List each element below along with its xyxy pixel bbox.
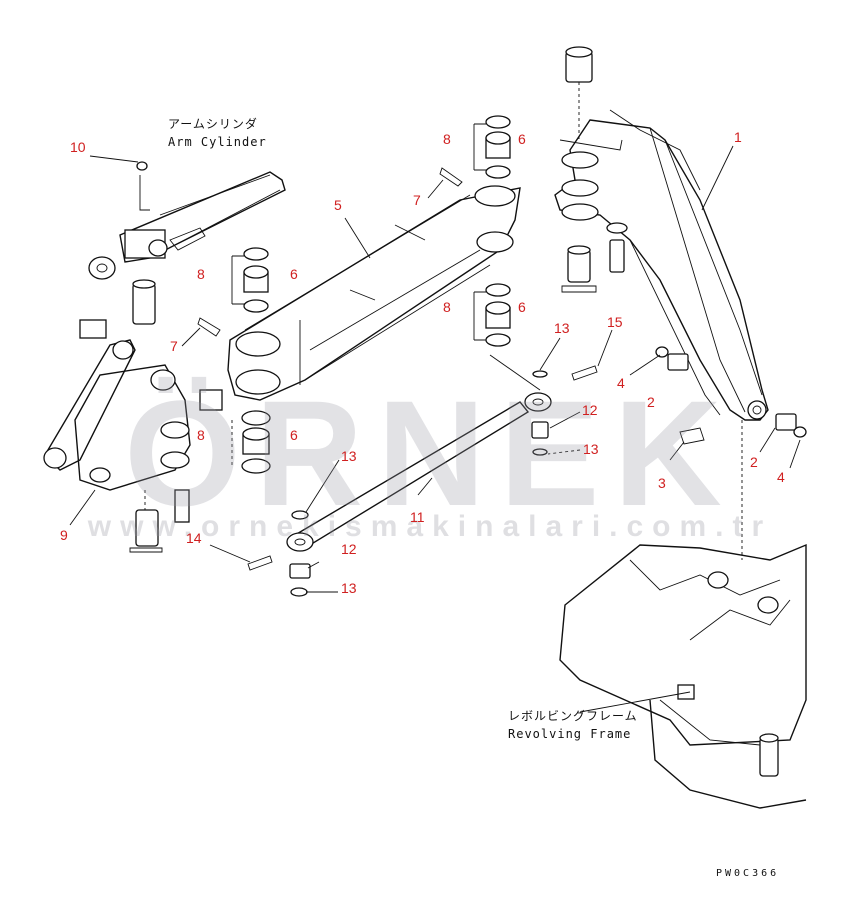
boom-head-pin-drawing	[561, 46, 628, 293]
callout-15: 15	[607, 314, 623, 330]
callout-9: 9	[60, 527, 68, 543]
callout-11: 11	[410, 509, 425, 525]
bushing-stack-arm-left	[243, 247, 269, 313]
callout-13a: 13	[554, 320, 570, 336]
callout-6a: 6	[518, 131, 526, 147]
watermark-url: www.ornekismakinalari.com.tr	[87, 510, 773, 543]
callout-8d: 8	[197, 427, 205, 443]
callout-6d: 6	[290, 427, 298, 443]
arm-drawing	[227, 185, 521, 401]
callout-12b: 12	[341, 541, 357, 557]
boom-drawing	[554, 109, 769, 421]
watermark-brand: ÖRNEK	[124, 369, 736, 537]
callout-2a: 2	[647, 394, 655, 410]
callout-5: 5	[334, 197, 342, 213]
callout-4a: 4	[617, 375, 625, 391]
drawing-code: PW0C366	[716, 868, 780, 879]
callout-10: 10	[70, 139, 86, 155]
revolving-frame-caption-jp: レボルビングフレーム	[508, 709, 638, 723]
arm-cylinder-drawing	[88, 161, 286, 280]
callout-2b: 2	[750, 454, 758, 470]
grease-fittings	[197, 167, 598, 571]
callout-3: 3	[658, 475, 666, 491]
callout-4b: 4	[777, 469, 785, 485]
bucket-link-bracket	[43, 279, 223, 553]
callout-13c: 13	[341, 448, 357, 464]
bushing-stack-lower	[241, 410, 271, 474]
callout-6b: 6	[290, 266, 298, 282]
boom-foot-pins	[655, 346, 807, 445]
revolving-frame-drawing	[559, 420, 807, 809]
leader-lines	[69, 145, 801, 713]
callout-6c: 6	[518, 299, 526, 315]
callout-8a: 8	[443, 131, 451, 147]
bushing-stack-upper	[485, 115, 511, 179]
callout-7b: 7	[170, 338, 178, 354]
callout-8b: 8	[197, 266, 205, 282]
callout-7a: 7	[413, 192, 421, 208]
link-rod-drawing	[286, 370, 552, 597]
callout-8c: 8	[443, 299, 451, 315]
callout-13d: 13	[341, 580, 357, 596]
bushing-stack-arm-right	[485, 283, 511, 347]
callout-12a: 12	[582, 402, 598, 418]
callout-13b: 13	[583, 441, 599, 457]
callout-14: 14	[186, 530, 202, 546]
arm-cylinder-caption-en: Arm Cylinder	[168, 135, 267, 149]
callout-1: 1	[734, 129, 742, 145]
revolving-frame-caption-en: Revolving Frame	[508, 727, 632, 741]
arm-cylinder-caption-jp: アームシリンダ	[168, 117, 258, 131]
